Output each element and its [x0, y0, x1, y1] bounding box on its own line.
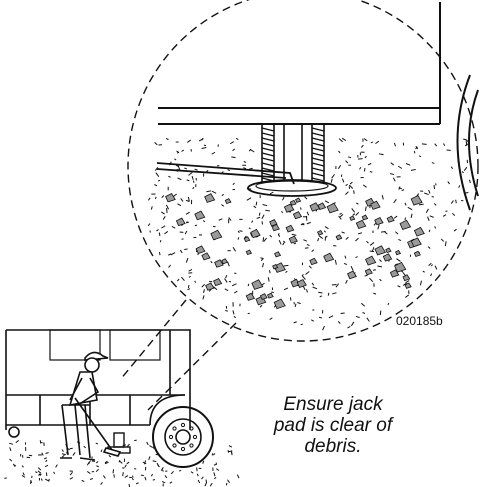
- vehicle-frame-detail: [158, 2, 479, 211]
- debris-stones: [165, 193, 425, 310]
- jack-cylinder-detail: [247, 124, 337, 197]
- caption-line: Ensure jack: [283, 394, 383, 415]
- caption-line: debris.: [304, 436, 362, 457]
- detail-magnifier: [119, 0, 479, 411]
- caption-line: pad is clear of: [273, 415, 393, 436]
- person-sweeping: [60, 351, 122, 461]
- jack-pad: [247, 179, 337, 197]
- caption: Ensure jack pad is clear of debris.: [258, 394, 408, 457]
- broom-handle: [74, 397, 113, 451]
- ground-texture: [4, 439, 240, 487]
- motorhome-scene: [5, 329, 214, 468]
- pointer-arrow: [156, 162, 295, 185]
- jack-leg: [113, 432, 125, 448]
- wheel: [152, 406, 214, 468]
- callout-line-left: [119, 299, 187, 381]
- figure-reference-code: 020185b: [396, 314, 443, 328]
- gravel-texture: [147, 137, 471, 331]
- callout-line-right: [147, 322, 237, 411]
- detail-circle: [127, 0, 479, 342]
